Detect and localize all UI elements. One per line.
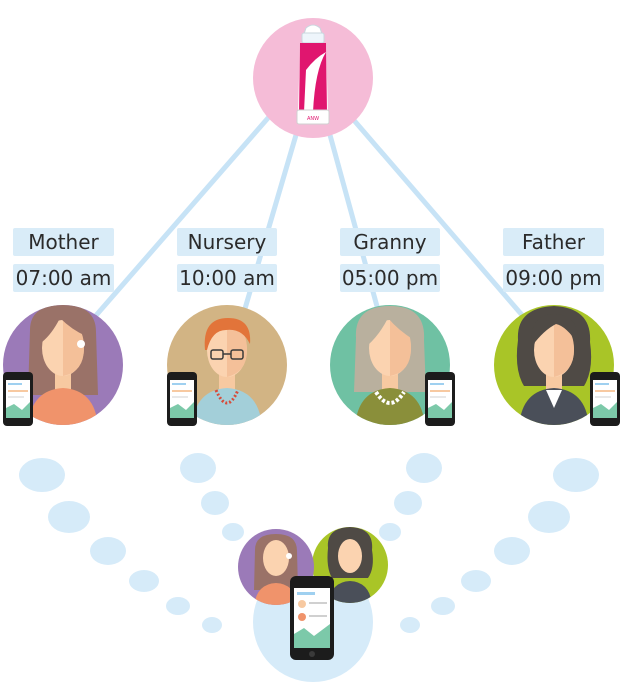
- bubble-trail-center-right: [379, 453, 442, 541]
- smart-bottle-icon: ANW: [296, 24, 330, 125]
- time-label-father: 09:00 pm: [503, 264, 604, 292]
- glasses-icon: [210, 349, 244, 360]
- phone-icon: [167, 372, 197, 426]
- hub: ANW: [253, 18, 373, 138]
- time-label-granny: 05:00 pm: [340, 264, 440, 292]
- bubble-trail-left: [19, 458, 222, 633]
- time-label-mother: 07:00 am: [13, 264, 114, 292]
- bubble-trail-center-left: [180, 453, 244, 541]
- time-label-nursery: 10:00 am: [177, 264, 277, 292]
- phone-icon: [590, 372, 620, 426]
- line-father: [349, 115, 525, 318]
- phone-icon: [425, 372, 455, 426]
- bottle-brand: ANW: [307, 116, 319, 122]
- parents-phone-icon: [238, 527, 388, 682]
- avatar-granny: [330, 305, 455, 426]
- role-label-nursery: Nursery: [177, 228, 277, 256]
- phone-icon: [3, 372, 33, 426]
- avatar-nursery: [167, 305, 287, 426]
- role-label-father: Father: [503, 228, 604, 256]
- line-mother: [89, 115, 271, 323]
- role-label-mother: Mother: [13, 228, 114, 256]
- connection-lines: [89, 115, 525, 323]
- role-label-granny: Granny: [340, 228, 440, 256]
- flower-hairclip: [77, 340, 85, 348]
- bubble-trail-right: [400, 458, 599, 633]
- avatar-father: [494, 305, 620, 426]
- avatar-mother: [3, 305, 123, 426]
